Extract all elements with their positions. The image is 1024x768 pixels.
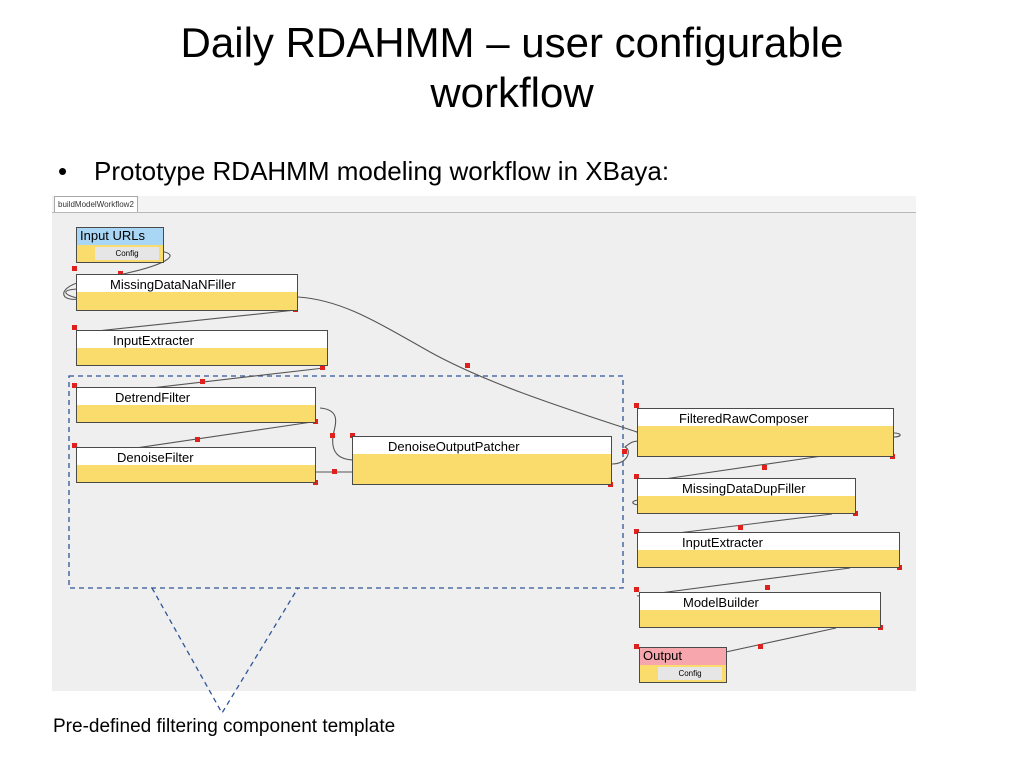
node-input-urls-label: Input URLs — [80, 228, 146, 243]
node-label: DenoiseOutputPatcher — [388, 439, 520, 454]
node-bar — [77, 465, 315, 482]
bullet-text: Prototype RDAHMM modeling workflow in XB… — [94, 156, 670, 186]
node-label: ModelBuilder — [683, 595, 759, 610]
node-bar — [353, 454, 611, 484]
node-input-extracter-1[interactable]: InputExtracter — [76, 330, 328, 366]
node-denoise-output-patcher[interactable]: DenoiseOutputPatcher — [352, 436, 612, 485]
node-label: InputExtracter — [682, 535, 763, 550]
slide-title-line-1: Daily RDAHMM – user configurable — [180, 19, 844, 66]
node-label: DenoiseFilter — [117, 450, 194, 465]
node-label: MissingDataNaNFiller — [110, 277, 236, 292]
node-bar — [640, 610, 880, 627]
node-bar — [77, 292, 297, 310]
bullet-icon: • — [58, 156, 68, 186]
node-model-builder[interactable]: ModelBuilder — [639, 592, 881, 628]
node-bar — [77, 348, 327, 365]
node-filtered-raw-composer[interactable]: FilteredRawComposer — [637, 408, 894, 457]
template-caption: Pre-defined filtering component template — [53, 716, 396, 737]
node-denoise-filter[interactable]: DenoiseFilter — [76, 447, 316, 483]
node-label: InputExtracter — [113, 333, 194, 348]
slide-title-line-2: workflow — [430, 69, 594, 116]
node-bar — [77, 405, 315, 422]
node-missing-data-nan-filler[interactable]: MissingDataNaNFiller — [76, 274, 298, 311]
node-label: MissingDataDupFiller — [682, 481, 806, 496]
slide-title: Daily RDAHMM – user configurable workflo… — [0, 18, 1024, 118]
node-output-config[interactable]: Config — [658, 667, 722, 680]
node-detrend-filter[interactable]: DetrendFilter — [76, 387, 316, 423]
node-bar — [638, 496, 855, 513]
node-missing-data-dup-filler[interactable]: MissingDataDupFiller — [637, 478, 856, 514]
bullet-item: • Prototype RDAHMM modeling workflow in X… — [58, 156, 669, 187]
editor-tab-strip: buildModelWorkflow2 — [52, 196, 916, 213]
node-label: FilteredRawComposer — [679, 411, 809, 426]
node-label: DetrendFilter — [115, 390, 191, 405]
node-bar — [638, 550, 899, 567]
node-bar — [638, 426, 893, 456]
node-input-urls[interactable]: Input URLs Config — [76, 227, 164, 263]
node-input-extracter-2[interactable]: InputExtracter — [637, 532, 900, 568]
node-output[interactable]: Output Config — [639, 647, 727, 683]
tab-build-model-workflow[interactable]: buildModelWorkflow2 — [54, 196, 138, 212]
node-input-urls-config[interactable]: Config — [95, 247, 159, 260]
node-output-label: Output — [643, 648, 683, 663]
